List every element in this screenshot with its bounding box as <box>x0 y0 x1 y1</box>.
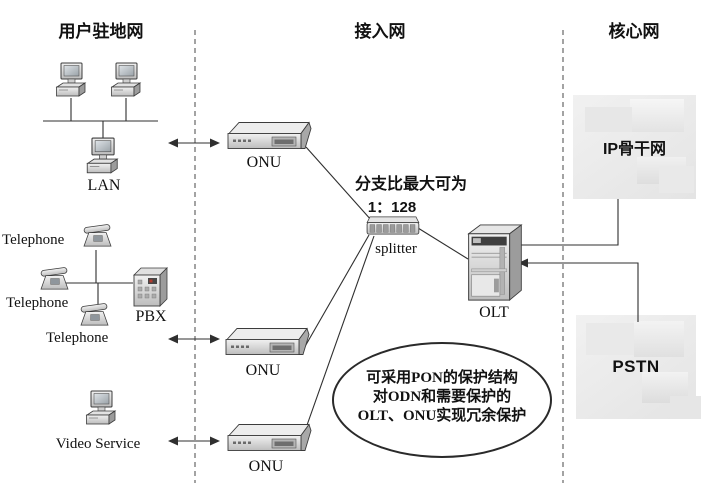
video-service-icon <box>83 390 119 428</box>
telephone-icon <box>39 267 70 293</box>
pstn-label: PSTN <box>612 357 660 376</box>
onu-middle-label: ONU <box>245 362 281 379</box>
fiber-splitter-onu2-line <box>302 234 370 351</box>
pstn-olt-arrowhead <box>518 258 528 268</box>
telephone-top-label: Telephone <box>2 232 65 248</box>
ip-backbone-label: IP骨干网 <box>602 141 667 158</box>
onu-device-icon <box>225 120 313 153</box>
lan-label: LAN <box>87 177 121 194</box>
protection-note-line-2: 对ODN和需要保护的 <box>372 389 512 405</box>
telephone-icon <box>82 224 113 250</box>
telephone-bottom-label: Telephone <box>46 330 109 346</box>
fiber-onu1-splitter-line <box>305 146 373 222</box>
section-title-user-premises: 用户驻地网 <box>58 22 144 41</box>
fiber-splitter-onu3-line <box>305 235 375 429</box>
desktop-computer-icon <box>109 62 143 100</box>
cloud-layer <box>659 165 694 193</box>
bidirectional-arrow-telephone <box>168 334 220 344</box>
protection-note-line-3: OLT、ONU实现冗余保护 <box>357 408 527 424</box>
cloud-layer <box>585 323 634 355</box>
onu-device-icon <box>225 422 313 455</box>
cloud-layer <box>585 107 633 133</box>
bidirectional-arrow-lan <box>168 138 220 148</box>
fiber-splitter-olt-line <box>417 227 469 260</box>
lan-server-computer-icon <box>84 137 121 177</box>
onu-device-icon <box>223 326 311 359</box>
onu-bottom-label: ONU <box>248 458 284 475</box>
splitter-device-icon <box>363 214 421 237</box>
cloud-layer <box>629 99 684 133</box>
section-title-core-network: 核心网 <box>608 22 660 41</box>
pstn-cloud: PSTN <box>576 315 701 419</box>
split-ratio-value: 1：128 <box>367 199 417 216</box>
ip-backbone-cloud: IP骨干网 <box>573 95 696 199</box>
cloud-layer <box>669 396 701 419</box>
onu-top-label: ONU <box>246 154 282 171</box>
pstn-olt-line <box>526 262 639 322</box>
olt-server-icon <box>464 224 524 304</box>
pbx-label: PBX <box>135 308 167 325</box>
telephone-icon <box>79 303 110 329</box>
pbx-icon <box>131 266 169 308</box>
protection-note-line-1: 可采用PON的保护结构 <box>366 370 518 386</box>
splitter-label: splitter <box>375 241 417 257</box>
telephone-left-label: Telephone <box>6 295 69 311</box>
olt-label: OLT <box>479 304 509 321</box>
desktop-computer-icon <box>54 62 88 100</box>
bidirectional-arrow-video <box>168 436 220 446</box>
video-service-label: Video Service <box>55 436 141 452</box>
split-ratio-caption: 分支比最大可为 <box>354 176 468 193</box>
olt-ip-backbone-line <box>521 199 619 246</box>
protection-note-ellipse: 可采用PON的保护结构 对ODN和需要保护的 OLT、ONU实现冗余保护 <box>332 342 552 458</box>
cloud-layer <box>633 321 684 357</box>
section-title-access-network: 接入网 <box>354 22 406 41</box>
